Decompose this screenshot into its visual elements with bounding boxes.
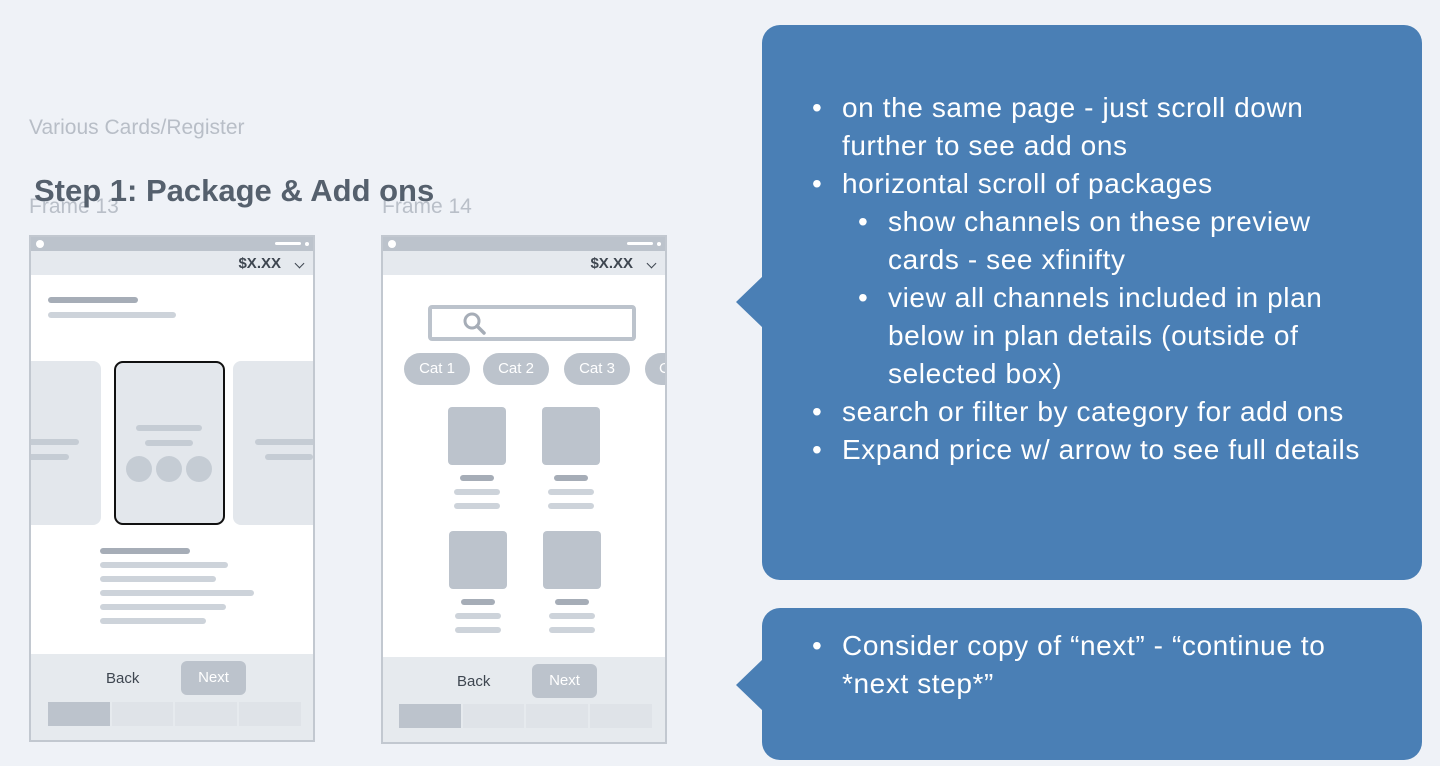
note-subitem: show channels on these preview cards - s… bbox=[858, 203, 1362, 279]
add-on-line bbox=[454, 503, 500, 509]
add-on-title bbox=[460, 475, 494, 481]
back-button[interactable]: Back bbox=[457, 673, 491, 690]
add-on-title bbox=[555, 599, 589, 605]
signal-dot-icon bbox=[305, 242, 309, 246]
price-text: $X.XX bbox=[238, 255, 281, 272]
camera-dot-icon bbox=[388, 240, 396, 248]
progress-step-4 bbox=[239, 702, 301, 726]
category-chip-3[interactable]: Cat 3 bbox=[564, 353, 630, 385]
progress-step-1 bbox=[399, 704, 461, 728]
add-on-line bbox=[548, 489, 594, 495]
progress-step-3 bbox=[526, 704, 588, 728]
text-placeholder bbox=[265, 454, 313, 460]
text-placeholder bbox=[255, 439, 313, 445]
add-on-thumbnail[interactable] bbox=[542, 407, 600, 465]
add-on-line bbox=[455, 627, 501, 633]
progress-step-3 bbox=[175, 702, 237, 726]
details-heading-placeholder bbox=[100, 548, 190, 554]
note-subitem: view all channels included in plan below… bbox=[858, 279, 1362, 393]
text-placeholder bbox=[145, 440, 193, 446]
price-text: $X.XX bbox=[590, 255, 633, 272]
price-bar[interactable]: $X.XX bbox=[383, 251, 665, 275]
copy-note-item: Consider copy of “next” - “continue to *… bbox=[812, 627, 1342, 703]
text-placeholder bbox=[31, 439, 79, 445]
section-label: Various Cards/Register bbox=[29, 116, 245, 139]
frame-14-wireframe: $X.XX Cat 1 Cat 2 Cat 3 C Back Next bbox=[381, 235, 667, 744]
subheading-placeholder bbox=[48, 312, 176, 318]
package-card-selected[interactable] bbox=[114, 361, 225, 525]
details-line bbox=[100, 576, 216, 582]
note-item: search or filter by category for add ons bbox=[812, 393, 1362, 431]
footer: Back Next bbox=[383, 657, 665, 742]
comment-bubble-notes: on the same page - just scroll down furt… bbox=[736, 25, 1422, 580]
add-on-line bbox=[454, 489, 500, 495]
frame-13-wireframe: $X.XX Back Next bbox=[29, 235, 315, 742]
camera-dot-icon bbox=[36, 240, 44, 248]
package-card-right[interactable] bbox=[233, 361, 313, 525]
battery-icon bbox=[627, 242, 653, 245]
notes-list: on the same page - just scroll down furt… bbox=[812, 89, 1362, 469]
channel-logo-icon bbox=[126, 456, 152, 482]
copy-note-list: Consider copy of “next” - “continue to *… bbox=[812, 627, 1342, 703]
next-button[interactable]: Next bbox=[181, 661, 246, 695]
note-item: on the same page - just scroll down furt… bbox=[812, 89, 1362, 165]
add-on-thumbnail[interactable] bbox=[543, 531, 601, 589]
category-chip-2[interactable]: Cat 2 bbox=[483, 353, 549, 385]
progress-step-1 bbox=[48, 702, 110, 726]
chevron-down-icon[interactable] bbox=[294, 258, 305, 269]
add-on-line bbox=[548, 503, 594, 509]
note-item: horizontal scroll of packages bbox=[812, 165, 1362, 203]
status-bar bbox=[31, 237, 313, 251]
details-line bbox=[100, 604, 226, 610]
comment-bubble-copy: Consider copy of “next” - “continue to *… bbox=[736, 608, 1422, 760]
heading-placeholder bbox=[48, 297, 138, 303]
add-on-thumbnail[interactable] bbox=[449, 531, 507, 589]
battery-icon bbox=[275, 242, 301, 245]
status-bar bbox=[383, 237, 665, 251]
frame-13-label: Frame 13 bbox=[29, 195, 119, 218]
add-on-title bbox=[554, 475, 588, 481]
details-line bbox=[100, 562, 228, 568]
add-on-line bbox=[549, 613, 595, 619]
search-input[interactable] bbox=[428, 305, 636, 341]
signal-dot-icon bbox=[657, 242, 661, 246]
page-title: Step 1: Package & Add ons bbox=[34, 173, 435, 208]
next-button[interactable]: Next bbox=[532, 664, 597, 698]
details-line bbox=[100, 590, 254, 596]
back-button[interactable]: Back bbox=[106, 670, 140, 687]
frame-14-label: Frame 14 bbox=[382, 195, 472, 218]
details-line bbox=[100, 618, 206, 624]
category-chip-1[interactable]: Cat 1 bbox=[404, 353, 470, 385]
add-on-thumbnail[interactable] bbox=[448, 407, 506, 465]
category-chip-4[interactable]: C bbox=[645, 353, 665, 385]
progress-step-2 bbox=[463, 704, 524, 728]
search-icon bbox=[463, 312, 486, 335]
add-on-title bbox=[461, 599, 495, 605]
add-on-line bbox=[455, 613, 501, 619]
channel-logo-icon bbox=[156, 456, 182, 482]
package-card-left[interactable] bbox=[31, 361, 101, 525]
chevron-down-icon[interactable] bbox=[646, 258, 657, 269]
add-on-line bbox=[549, 627, 595, 633]
progress-step-2 bbox=[112, 702, 173, 726]
text-placeholder bbox=[136, 425, 202, 431]
price-bar[interactable]: $X.XX bbox=[31, 251, 313, 275]
text-placeholder bbox=[31, 454, 69, 460]
footer: Back Next bbox=[31, 654, 313, 740]
progress-step-4 bbox=[590, 704, 652, 728]
channel-logo-icon bbox=[186, 456, 212, 482]
note-item: Expand price w/ arrow to see full detail… bbox=[812, 431, 1362, 469]
